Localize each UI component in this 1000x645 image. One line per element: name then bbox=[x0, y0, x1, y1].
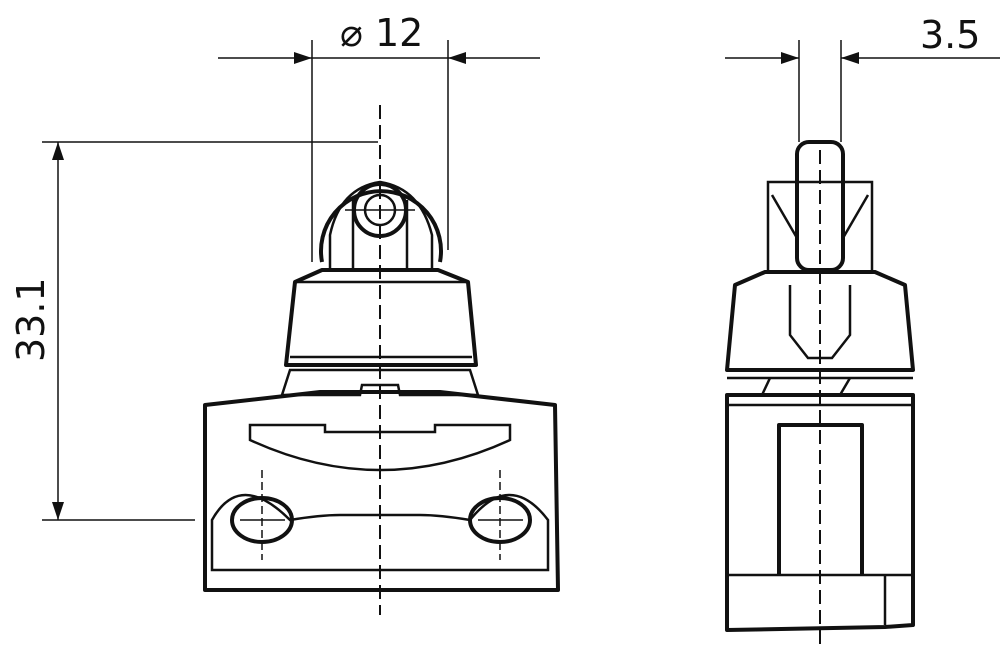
width-label: 3.5 bbox=[920, 13, 980, 57]
slot bbox=[777, 423, 864, 575]
label-window bbox=[248, 423, 512, 472]
switch-body bbox=[203, 390, 560, 592]
plunger-housing bbox=[284, 268, 478, 367]
side-view bbox=[725, 140, 915, 645]
diameter-label: ⌀ 12 bbox=[340, 11, 423, 55]
dimension-diameter: ⌀ 12 bbox=[218, 11, 540, 262]
dimension-width: 3.5 bbox=[725, 13, 1000, 142]
height-label: 33.1 bbox=[9, 277, 53, 362]
dimension-height: 33.1 bbox=[9, 141, 378, 521]
front-view bbox=[203, 105, 560, 615]
plunger-housing-side bbox=[725, 270, 915, 372]
body-side bbox=[725, 393, 915, 632]
roller-wheel bbox=[319, 189, 443, 263]
